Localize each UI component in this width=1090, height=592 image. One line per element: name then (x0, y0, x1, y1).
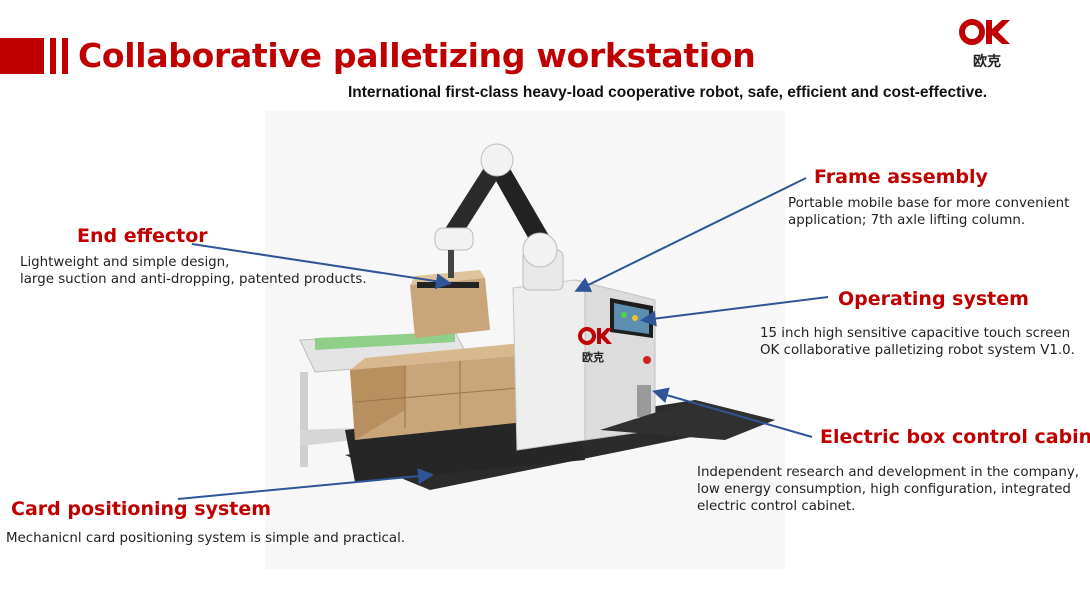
frame-assembly-description: Portable mobile base for more convenient… (788, 195, 1069, 229)
robot-upper-link (443, 160, 507, 238)
operating-system-line: 15 inch high sensitive capacitive touch … (760, 326, 1071, 341)
title-accent-bar (0, 38, 44, 74)
title-accent-stripe (50, 38, 56, 74)
brand-logo: 欧克 (958, 14, 1016, 70)
robot-arm (434, 143, 564, 291)
robot-shoulder-joint (522, 232, 558, 268)
frame-assembly-title: Frame assembly (814, 166, 988, 188)
leader-frame-assembly (574, 177, 807, 292)
robot-elbow-joint (480, 143, 514, 177)
end-effector-description: Lightweight and simple design, large suc… (20, 254, 367, 288)
electric-box-title: Electric box control cabinet (820, 426, 1090, 448)
title-accent-stripe (62, 38, 68, 74)
operating-system-title: Operating system (838, 288, 1029, 310)
electric-box-description: Independent research and development in … (697, 464, 1079, 515)
conveyor-foot (300, 428, 355, 446)
operating-system-description: 15 inch high sensitive capacitive touch … (760, 325, 1075, 359)
robot-tool-shaft (448, 250, 454, 278)
page-title: Collaborative palletizing workstation (78, 36, 756, 75)
end-effector-title: End effector (77, 225, 208, 247)
electric-box-line: Independent research and development in … (697, 465, 1080, 480)
emergency-stop (643, 356, 651, 364)
end-effector-line: large suction and anti-dropping, patente… (20, 272, 367, 287)
machine-logo: 欧克 (578, 327, 612, 364)
leader-end-effector (191, 243, 452, 290)
operating-system-line: OK collaborative palletizing robot syste… (760, 343, 1075, 358)
leader-electric-box (652, 387, 813, 438)
cabinet-vent (637, 385, 651, 417)
electric-box-line: electric control cabinet. (697, 499, 856, 514)
end-effector-line: Lightweight and simple design, (20, 255, 230, 270)
workstation-illustration: 欧克 (265, 110, 785, 570)
electric-box-line: low energy consumption, high configurati… (697, 482, 1071, 497)
cabinet-base-plate (600, 400, 775, 440)
page-subtitle: International first-class heavy-load coo… (348, 84, 988, 101)
conveyor-leg (300, 372, 308, 467)
frame-assembly-line: Portable mobile base for more convenient (788, 196, 1070, 211)
frame-assembly-line: application; 7th axle lifting column. (788, 213, 1026, 228)
leader-card-positioning (177, 468, 434, 500)
robot-lower-link (487, 160, 555, 250)
machine-logo-chinese: 欧克 (582, 350, 604, 364)
card-positioning-line: Mechanicnl card positioning system is si… (6, 531, 406, 546)
leader-operating-system (640, 296, 829, 327)
brand-logo-chinese: 欧克 (973, 53, 1001, 70)
card-positioning-description: Mechanicnl card positioning system is si… (6, 530, 405, 547)
card-positioning-title: Card positioning system (11, 498, 272, 520)
